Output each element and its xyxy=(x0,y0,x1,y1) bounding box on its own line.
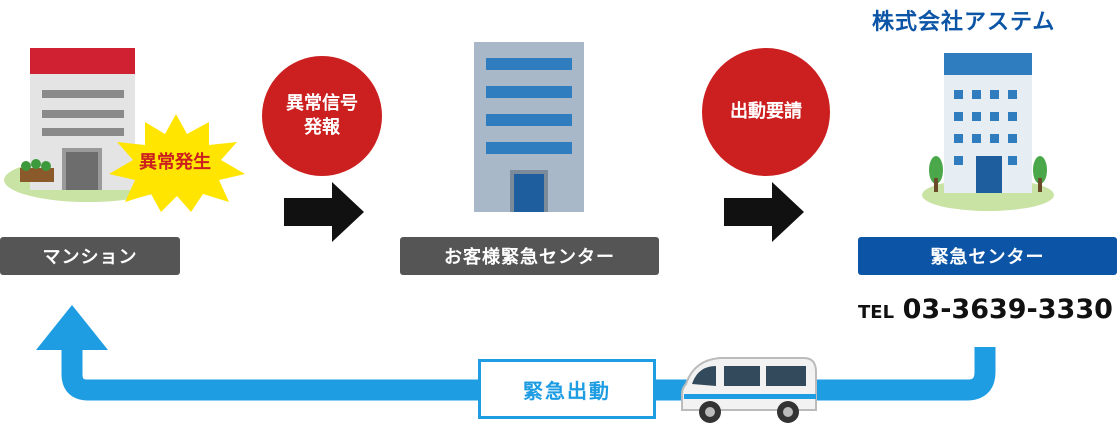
tel-prefix: TEL xyxy=(858,302,895,323)
mansion-label: マンション xyxy=(0,237,180,275)
emergency-center-building-icon xyxy=(922,53,1054,211)
tel-number: 03-3639-3330 xyxy=(902,294,1113,325)
mansion-building-icon xyxy=(4,48,172,202)
arrow-right-icon xyxy=(284,182,364,242)
phone-number: TEL 03-3639-3330 xyxy=(858,294,1113,325)
alert-burst-icon xyxy=(109,114,245,212)
request-step-badge: 出動要請 xyxy=(702,48,830,176)
signal-step-line1: 異常信号 xyxy=(286,93,358,114)
company-name: 株式会社アステム xyxy=(872,10,1056,35)
dispatch-label: 緊急出動 xyxy=(478,359,656,419)
signal-step-badge: 異常信号 発報 xyxy=(262,56,382,176)
alert-text: 異常発生 xyxy=(139,152,211,173)
emergency-van-icon xyxy=(681,357,817,423)
customer-center-label: お客様緊急センター xyxy=(400,237,659,275)
arrow-right-icon xyxy=(724,182,804,242)
office-building-icon xyxy=(474,42,584,212)
signal-step-line2: 発報 xyxy=(304,117,340,138)
emergency-center-label: 緊急センター xyxy=(858,237,1117,275)
